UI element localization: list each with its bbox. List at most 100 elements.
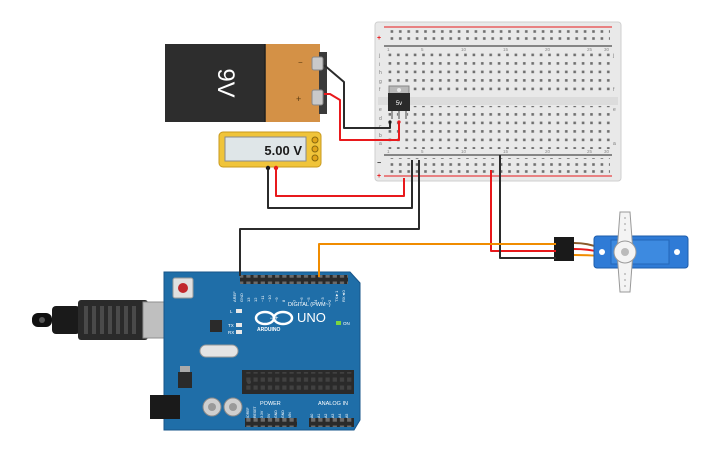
pin-label: 5V: [267, 413, 271, 418]
battery-label: 9V: [212, 68, 239, 97]
column-number: 1: [387, 149, 390, 154]
pin-label: 3.3V: [260, 410, 264, 418]
pin-label: AREF: [232, 291, 237, 302]
row-letter: h: [379, 70, 382, 76]
usb-plug[interactable]: [78, 300, 148, 340]
regulator-label: 5v: [396, 101, 402, 107]
pin-label: A1: [317, 414, 321, 418]
battery-minus-label: −: [298, 58, 303, 67]
led-rx: [236, 330, 242, 334]
pin-label: 8: [281, 299, 286, 302]
battery-9v[interactable]: 9V − +: [165, 44, 327, 122]
pin-label: 13: [246, 297, 251, 302]
wire-battery-positive[interactable]: [324, 93, 400, 141]
servo-connector[interactable]: [554, 237, 574, 261]
crystal-oscillator: [199, 344, 239, 358]
pin-label: A2: [324, 414, 328, 418]
terminal-block-lower[interactable]: [386, 106, 610, 149]
multimeter-mode-button[interactable]: [311, 145, 319, 153]
led-tx: [236, 323, 242, 327]
column-number: 30: [604, 149, 610, 154]
pin-label: IOREF: [246, 407, 250, 418]
pin-label: VIN: [288, 412, 292, 418]
battery-negative-terminal[interactable]: [311, 56, 324, 71]
usb-controller-chip: [210, 320, 222, 332]
servo-motor[interactable]: [554, 211, 689, 293]
pin-label: ~10: [267, 294, 272, 302]
battery-positive-terminal[interactable]: [311, 89, 324, 106]
pin-label: ~5: [306, 297, 311, 302]
row-letter: f: [613, 87, 615, 93]
battery-plus-label: +: [296, 94, 301, 104]
led-label: L: [230, 309, 233, 314]
multimeter-reading: 5.00 V: [264, 143, 302, 158]
pin-label: RESET: [253, 405, 257, 418]
wires: [239, 64, 556, 277]
led-label: RX: [228, 330, 234, 335]
pin-label: GND: [274, 410, 278, 418]
column-number: 20: [545, 149, 551, 154]
analog-label: ANALOG IN: [318, 401, 348, 407]
row-letter: a: [379, 141, 382, 147]
pin-label: TX►1: [334, 290, 339, 302]
power-jack[interactable]: [150, 395, 180, 419]
power-label: POWER: [260, 401, 281, 407]
row-letter: d: [379, 116, 382, 122]
column-number: 5: [421, 149, 424, 154]
arduino-uno-board[interactable]: AREF GND 13 12 ~11 ~10 ~9 8 7 ~6 ~5 4 ~3…: [32, 271, 361, 431]
multimeter[interactable]: 5.00 V: [218, 131, 322, 168]
pin-label: 7: [292, 299, 297, 302]
terminal-block-upper[interactable]: [386, 52, 610, 95]
bottom-power-rail[interactable]: [386, 158, 610, 173]
wire-meter-negative[interactable]: [267, 160, 413, 209]
row-letter: b: [379, 133, 382, 139]
onboard-regulator: [178, 372, 192, 388]
led-label: TX: [228, 323, 234, 328]
voltage-regulator[interactable]: 5v: [388, 85, 410, 119]
column-number: 20: [545, 47, 551, 52]
column-number: 10: [461, 149, 467, 154]
multimeter-mode-button[interactable]: [311, 154, 319, 162]
top-power-rail[interactable]: [386, 29, 610, 43]
row-letter: e: [379, 107, 382, 113]
column-number: 25: [587, 47, 593, 52]
column-number: 5: [421, 47, 424, 52]
rail-plus-label: +: [377, 173, 381, 180]
row-letter: g: [379, 79, 382, 85]
row-letter: j: [378, 53, 380, 59]
arduino-brand: ARDUINO: [257, 327, 280, 333]
reset-button[interactable]: [178, 283, 188, 293]
multimeter-mode-button[interactable]: [311, 136, 319, 144]
column-number: 30: [604, 47, 610, 52]
digital-label: DIGITAL (PWM~): [288, 302, 331, 308]
pin-label: ~6: [299, 297, 304, 302]
wire-battery-negative[interactable]: [323, 64, 391, 129]
pin-label: A0: [310, 414, 314, 418]
wire-arduino-ground[interactable]: [239, 160, 420, 276]
pin-label: A3: [331, 414, 335, 418]
led-l: [236, 309, 242, 313]
rail-plus-label: +: [377, 35, 381, 42]
row-letter: i: [379, 62, 380, 68]
row-letter: e: [613, 107, 616, 113]
pin-label: RX◄0: [341, 289, 346, 302]
pin-label: ~9: [274, 297, 279, 302]
breadboard[interactable]: j i h g f e d c b a j f e a 1 5 10 15 20…: [374, 21, 622, 182]
wire-servo-ground[interactable]: [499, 155, 556, 259]
row-letter: j: [612, 53, 614, 59]
column-number: 25: [587, 149, 593, 154]
column-number: 1: [387, 47, 390, 52]
pin-label: 12: [253, 297, 258, 302]
wire-servo-power[interactable]: [490, 170, 556, 252]
row-letter: a: [613, 141, 616, 147]
column-number: 15: [503, 149, 509, 154]
wire-meter-positive[interactable]: [275, 168, 405, 197]
pin-label: A4: [338, 414, 342, 418]
pin-label: ~11: [260, 295, 265, 302]
wire-servo-signal[interactable]: [318, 243, 556, 277]
svg-text:− +: − +: [270, 316, 279, 322]
arduino-model: UNO: [297, 310, 326, 325]
column-number: 10: [461, 47, 467, 52]
on-label: ON: [343, 321, 350, 326]
